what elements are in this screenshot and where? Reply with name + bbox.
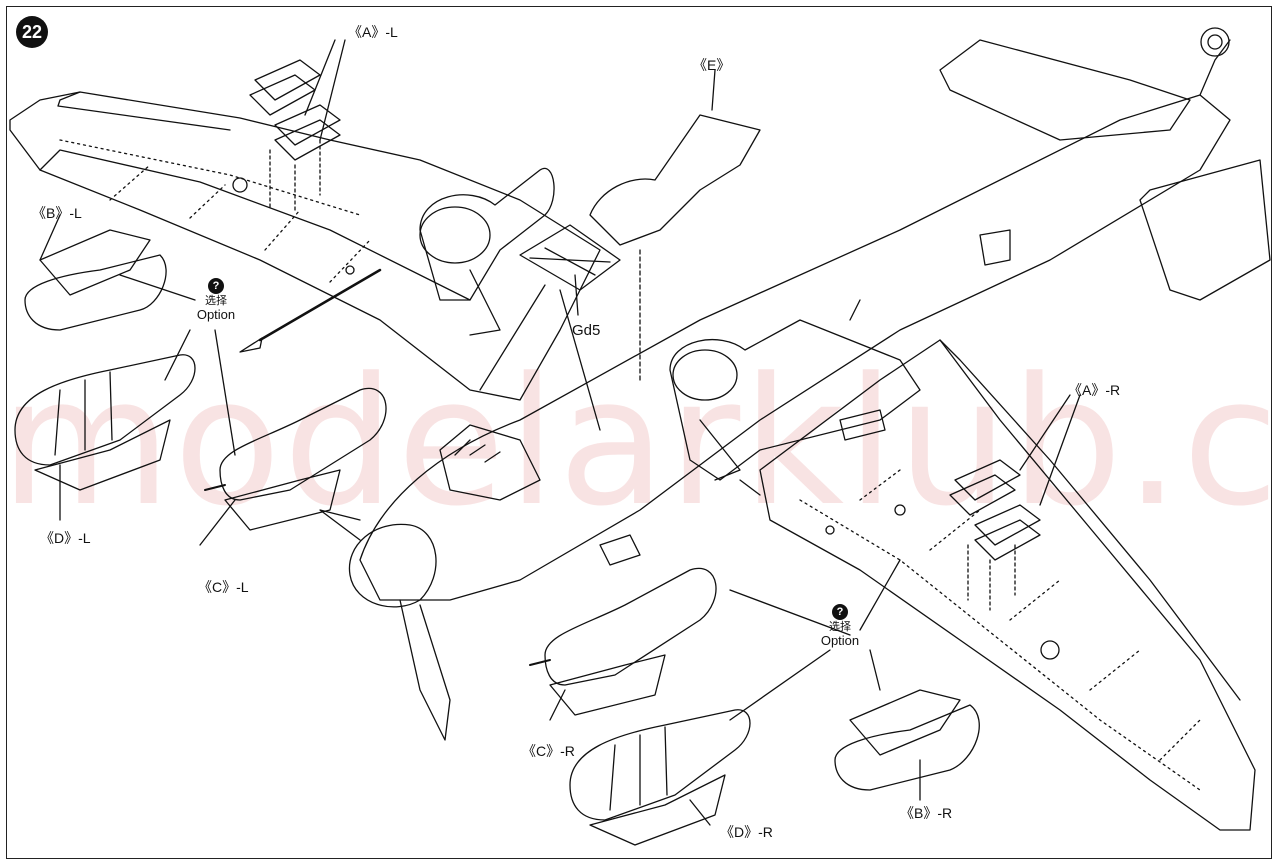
label-d-left: 《D》-L: [40, 530, 91, 546]
option-en-label: Option: [820, 633, 860, 648]
fuselage: [359, 27, 1271, 601]
option-cn-label: 选择: [829, 620, 851, 633]
part-c-pods: [204, 387, 717, 716]
label-b-left: 《B》-L: [32, 205, 82, 221]
question-icon: ?: [208, 278, 224, 294]
option-marker-left: ? 选择 Option: [176, 276, 256, 322]
nose-propeller: [319, 509, 641, 741]
part-a-rockets: [249, 39, 1081, 611]
label-a-right: 《A》-R: [1068, 382, 1121, 398]
option-en-label: Option: [196, 307, 236, 322]
engine-right: [669, 319, 921, 496]
engine-left: [239, 167, 555, 353]
label-c-right: 《C》-R: [522, 743, 575, 759]
part-e-assembly: [479, 69, 761, 431]
part-b-pods: [24, 229, 980, 791]
left-wing: [9, 91, 601, 401]
label-e: 《E》: [693, 57, 731, 73]
option-marker-right: ? 选择 Option: [800, 602, 880, 648]
label-c-left: 《C》-L: [198, 579, 249, 595]
question-icon: ?: [832, 604, 848, 620]
label-a-left: 《A》-L: [348, 24, 398, 40]
step-number-badge: 22: [16, 16, 48, 48]
leader-lines: [39, 214, 921, 826]
right-wing: [759, 339, 1256, 831]
option-cn-label: 选择: [205, 294, 227, 307]
label-gd5: Gd5: [572, 322, 601, 339]
label-b-right: 《B》-R: [900, 805, 953, 821]
part-d-pods: [14, 354, 751, 846]
label-d-right: 《D》-R: [720, 824, 773, 840]
page-border: [6, 6, 1272, 859]
